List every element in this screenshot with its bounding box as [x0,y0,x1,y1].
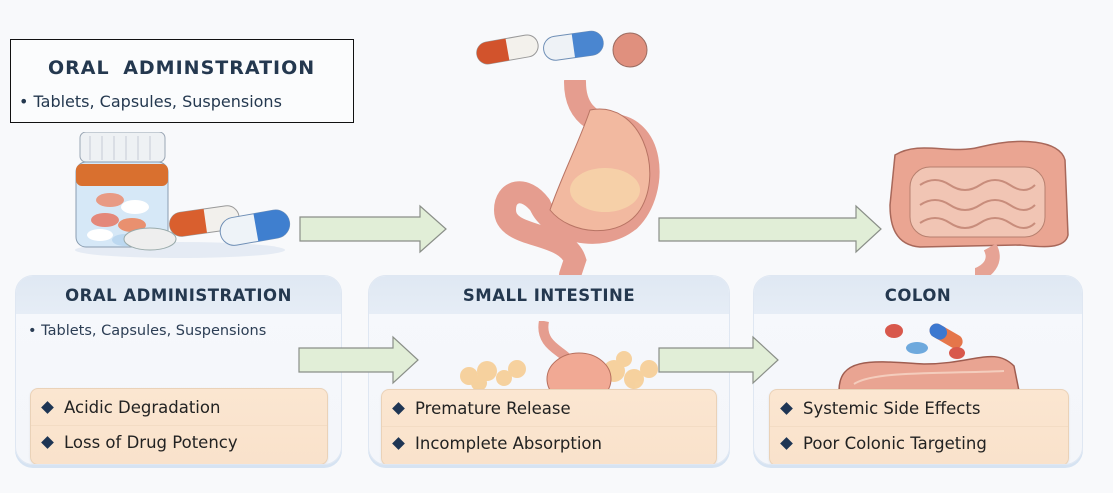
issue-item: Premature Release [382,392,716,426]
diamond-bullet-icon [780,437,793,450]
issue-item: Acidic Degradation [31,391,327,425]
issues-box: Premature Release Incomplete Absorption [381,389,717,464]
panel-title: ORAL ADMINISTRATION [16,276,341,314]
diamond-bullet-icon [392,437,405,450]
issue-text: Premature Release [415,399,571,418]
issue-text: Incomplete Absorption [415,434,602,453]
issue-text: Loss of Drug Potency [64,433,238,452]
panel-subtitle: • Tablets, Capsules, Suspensions [28,323,267,339]
title-box-heading: ORAL ADMINSTRATION [48,57,316,79]
stomach-illustration [493,80,660,275]
title-box-subtitle: • Tablets, Capsules, Suspensions [19,92,282,111]
diamond-bullet-icon [41,436,54,449]
intestines-illustration [889,140,1069,275]
issue-item: Systemic Side Effects [770,392,1068,426]
diamond-bullet-icon [41,401,54,414]
flow-arrow-4 [658,335,780,385]
oral-administration-label-box: ORAL ADMINSTRATION • Tablets, Capsules, … [10,39,354,123]
flow-arrow-2 [658,204,883,254]
issue-text: Systemic Side Effects [803,399,981,418]
issues-box: Systemic Side Effects Poor Colonic Targe… [769,389,1069,464]
issues-box: Acidic Degradation Loss of Drug Potency [30,388,328,464]
panel-title: COLON [754,276,1082,314]
issue-text: Poor Colonic Targeting [803,434,987,453]
issue-item: Loss of Drug Potency [31,425,327,459]
panel-oral-administration: ORAL ADMINISTRATION • Tablets, Capsules,… [15,275,342,465]
panel-colon: COLON Systemic Side Effects Poor Colonic… [753,275,1083,465]
flow-arrow-3 [298,335,420,385]
issue-text: Acidic Degradation [64,398,221,417]
capsules-illustration [476,30,648,68]
diamond-bullet-icon [780,402,793,415]
pill-bottle-illustration [75,132,291,258]
issue-item: Incomplete Absorption [382,426,716,460]
colon-capsules-illustration [838,323,1020,391]
flow-arrow-1 [299,204,449,254]
issue-item: Poor Colonic Targeting [770,426,1068,460]
panel-title: SMALL INTESTINE [369,276,729,314]
diamond-bullet-icon [392,402,405,415]
stomach-particles-illustration [460,321,658,391]
